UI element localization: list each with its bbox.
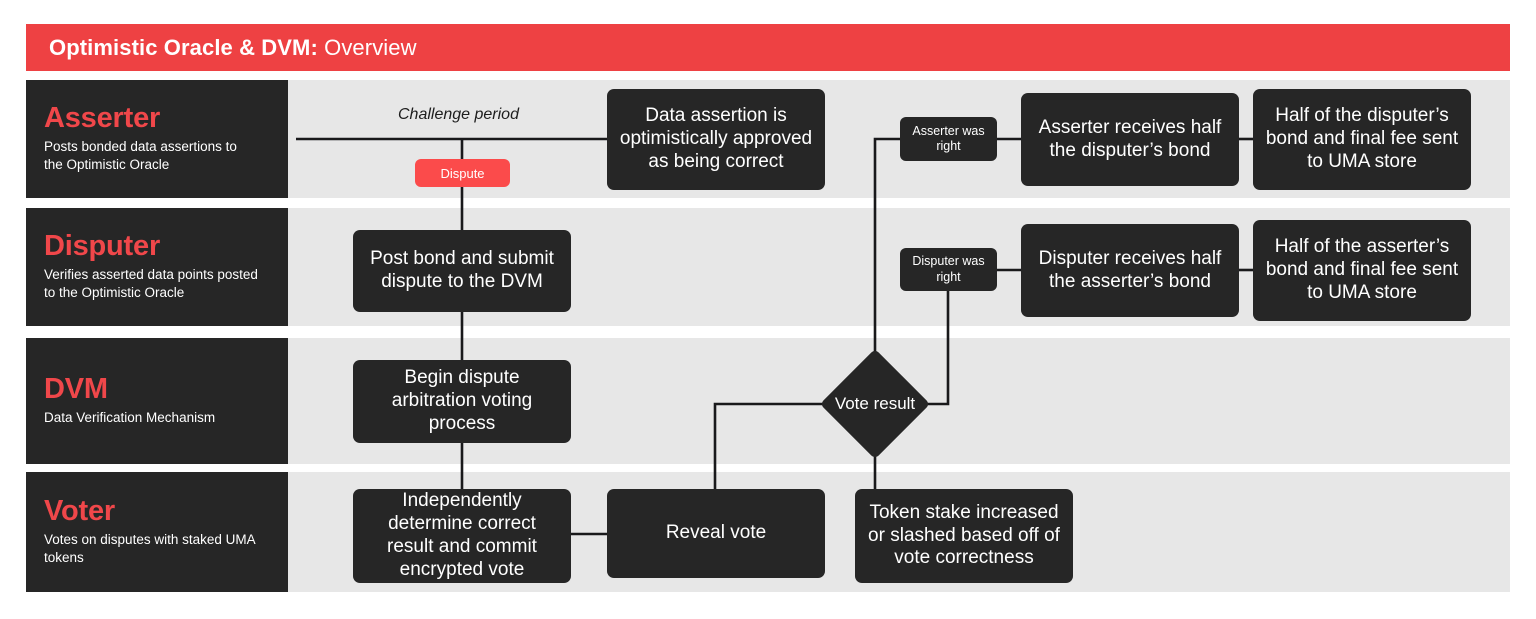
node-reveal-vote[interactable]: Reveal vote [607, 489, 825, 578]
lane-header-disputer: Disputer Verifies asserted data points p… [26, 208, 288, 326]
node-optimistically-approved[interactable]: Data assertion is optimistically approve… [607, 89, 825, 190]
lane-header-voter: Voter Votes on disputes with staked UMA … [26, 472, 288, 592]
node-disputer-receives-half[interactable]: Disputer receives half the asserter’s bo… [1021, 224, 1239, 317]
lane-title-voter: Voter [44, 494, 115, 527]
node-half-disputer-bond-to-uma-store[interactable]: Half of the disputer’s bond and final fe… [1253, 89, 1471, 190]
lane-title-dvm: DVM [44, 372, 108, 405]
node-post-bond-submit-dispute[interactable]: Post bond and submit dispute to the DVM [353, 230, 571, 312]
node-token-stake-adjusted[interactable]: Token stake increased or slashed based o… [855, 489, 1073, 583]
lane-desc-asserter: Posts bonded data assertions to the Opti… [44, 139, 237, 173]
lane-header-dvm: DVM Data Verification Mechanism [26, 338, 288, 464]
dispute-badge[interactable]: Dispute [415, 159, 510, 187]
lane-desc-voter: Votes on disputes with staked UMA tokens [44, 532, 255, 566]
lane-desc-disputer: Verifies asserted data points posted to … [44, 267, 258, 301]
node-asserter-receives-half[interactable]: Asserter receives half the disputer’s bo… [1021, 93, 1239, 186]
node-vote-result[interactable]: Vote result [819, 348, 931, 460]
node-half-asserter-bond-to-uma-store[interactable]: Half of the asserter’s bond and final fe… [1253, 220, 1471, 321]
challenge-period-label: Challenge period [398, 106, 519, 123]
node-begin-dispute-arbitration[interactable]: Begin dispute arbitration voting process [353, 360, 571, 443]
vote-result-diamond-shape [819, 348, 931, 460]
page-title-light: Overview [317, 34, 417, 60]
node-disputer-was-right[interactable]: Disputer was right [900, 248, 997, 291]
node-asserter-was-right[interactable]: Asserter was right [900, 117, 997, 161]
node-commit-encrypted-vote[interactable]: Independently determine correct result a… [353, 489, 571, 583]
lane-header-asserter: Asserter Posts bonded data assertions to… [26, 80, 288, 198]
lane-desc-dvm: Data Verification Mechanism [44, 410, 216, 426]
page-title-bar: Optimistic Oracle & DVM: Overview [26, 24, 1510, 71]
page-title-bold: Optimistic Oracle & DVM: [49, 34, 318, 60]
lane-title-disputer: Disputer [44, 229, 161, 262]
page-title: Optimistic Oracle & DVM: Overview [49, 35, 417, 61]
swimlane-row-dvm: DVM Data Verification Mechanism [26, 338, 1510, 464]
lane-title-asserter: Asserter [44, 101, 161, 134]
